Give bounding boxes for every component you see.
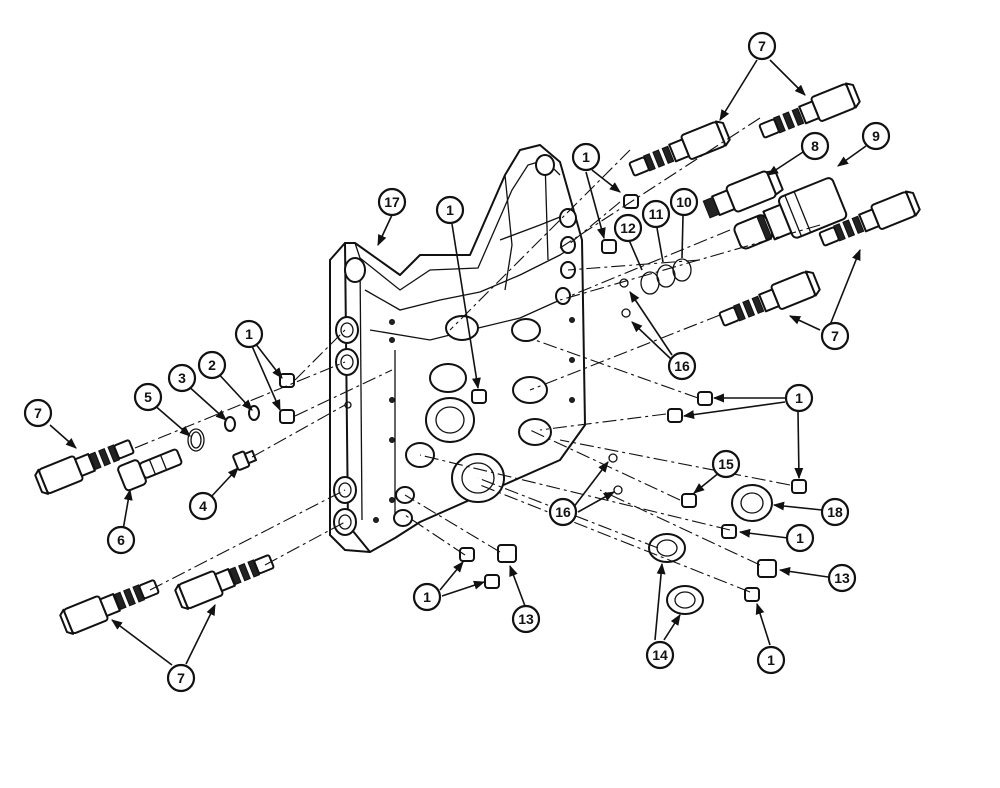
proportional-valve-8 xyxy=(702,169,784,219)
svg-text:1: 1 xyxy=(796,530,804,546)
callout-14: 14 xyxy=(645,640,675,670)
plug-13-a xyxy=(497,544,517,563)
svg-text:7: 7 xyxy=(758,38,766,54)
assembly-lines xyxy=(134,117,821,593)
svg-text:12: 12 xyxy=(620,220,636,236)
plug-4 xyxy=(232,449,257,471)
callout-6: 6 xyxy=(106,525,136,555)
callout-5: 5 xyxy=(133,382,163,412)
callout-1-bottom-right: 1 xyxy=(756,645,786,675)
callout-2: 2 xyxy=(197,350,227,380)
svg-text:15: 15 xyxy=(718,456,734,472)
callout-1-left: 1 xyxy=(234,319,264,349)
svg-text:1: 1 xyxy=(245,326,253,342)
svg-text:1: 1 xyxy=(423,589,431,605)
svg-text:1: 1 xyxy=(767,652,775,668)
callout-7-bottom: 7 xyxy=(166,663,196,693)
callout-13-bottom: 13 xyxy=(511,604,541,634)
svg-text:7: 7 xyxy=(177,670,185,686)
ball-16-b xyxy=(621,308,631,318)
callout-7-top: 7 xyxy=(747,31,777,61)
svg-text:13: 13 xyxy=(834,570,850,586)
callout-11: 11 xyxy=(641,199,671,229)
callout-18: 18 xyxy=(820,497,850,527)
ring-10 xyxy=(672,258,692,282)
svg-text:16: 16 xyxy=(674,358,690,374)
plug-set-1 xyxy=(279,194,807,602)
sleeve-14-b xyxy=(666,585,704,615)
svg-text:1: 1 xyxy=(582,149,590,165)
svg-text:18: 18 xyxy=(827,504,843,520)
solenoid-valve-bottom-left-b xyxy=(174,554,275,610)
callout-17: 17 xyxy=(377,187,407,217)
svg-text:9: 9 xyxy=(872,128,880,144)
solenoid-valve-bottom-left-a xyxy=(59,579,160,635)
callout-15: 15 xyxy=(711,449,741,479)
solenoid-valve-right-b xyxy=(718,270,821,327)
solenoid-valve-top-right-a xyxy=(628,120,731,177)
spool-6 xyxy=(117,448,183,492)
callout-10: 10 xyxy=(669,187,699,217)
svg-text:17: 17 xyxy=(384,194,400,210)
ring-3 xyxy=(224,416,236,432)
solenoid-valve-left xyxy=(34,439,135,495)
ball-16-d xyxy=(613,485,623,495)
svg-text:14: 14 xyxy=(652,647,668,663)
callout-1-bottom: 1 xyxy=(412,582,442,612)
solenoid-valve-right-a xyxy=(818,190,921,247)
callout-7-right: 7 xyxy=(820,321,850,351)
svg-text:11: 11 xyxy=(649,206,664,222)
svg-text:7: 7 xyxy=(831,328,839,344)
callout-4: 4 xyxy=(188,491,218,521)
callout-1-center: 1 xyxy=(435,195,465,225)
svg-text:5: 5 xyxy=(144,389,152,405)
callout-16-lower: 16 xyxy=(548,497,578,527)
svg-text:7: 7 xyxy=(34,405,42,421)
svg-text:10: 10 xyxy=(676,194,692,210)
callout-12: 12 xyxy=(613,213,643,243)
cap-18 xyxy=(731,484,773,522)
ring-12 xyxy=(640,271,660,295)
o-ring-5 xyxy=(187,428,205,452)
callout-8: 8 xyxy=(800,131,830,161)
svg-text:4: 4 xyxy=(199,498,207,514)
svg-text:2: 2 xyxy=(208,357,216,373)
solenoid-valve-top-right-b xyxy=(758,82,861,139)
sleeve-14-a xyxy=(648,533,686,563)
svg-text:16: 16 xyxy=(555,504,571,520)
callout-13-right: 13 xyxy=(827,563,857,593)
svg-text:1: 1 xyxy=(446,202,454,218)
callout-7-left: 7 xyxy=(23,398,53,428)
callout-9: 9 xyxy=(861,121,891,151)
callout-3: 3 xyxy=(167,363,197,393)
callout-1-right: 1 xyxy=(784,383,814,413)
svg-text:8: 8 xyxy=(811,138,819,154)
leader-lines xyxy=(49,59,867,666)
proportional-valve-9 xyxy=(733,177,848,250)
ring-11 xyxy=(656,264,676,288)
svg-text:6: 6 xyxy=(117,532,125,548)
svg-text:13: 13 xyxy=(518,611,534,627)
svg-text:3: 3 xyxy=(178,370,186,386)
callout-1-top: 1 xyxy=(571,142,601,172)
callout-16-upper: 16 xyxy=(667,351,697,381)
plug-15 xyxy=(681,493,697,508)
callout-1-cap: 1 xyxy=(785,523,815,553)
ball-16-c xyxy=(608,453,618,463)
plug-13-b xyxy=(757,559,777,578)
svg-text:1: 1 xyxy=(795,390,803,406)
